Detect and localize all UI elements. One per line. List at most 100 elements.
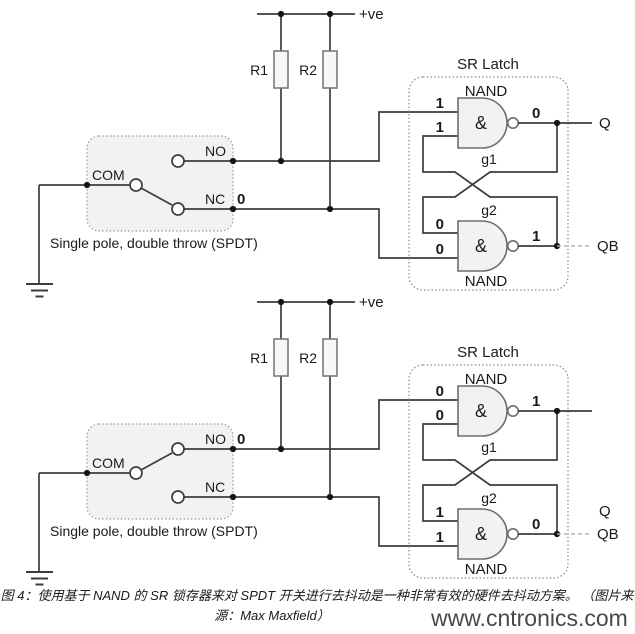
junction-dot: [277, 445, 285, 453]
supply-label: +ve: [359, 6, 384, 23]
junction-dot: [553, 119, 561, 127]
g2-input2-value: 1: [436, 529, 444, 546]
g1-inverter-bubble: [506, 117, 519, 130]
circuit-top: +ve R1 R2 COM NO NC 0 Single pole, doubl…: [26, 6, 619, 298]
junction-dot: [229, 493, 237, 501]
q-label: Q: [599, 115, 611, 132]
resistor-r2-label: R2: [299, 350, 317, 366]
resistor-r2: [322, 50, 338, 89]
junction-dot: [326, 493, 334, 501]
g2-inverter-bubble: [506, 527, 519, 540]
g2-name: g2: [481, 490, 497, 506]
switch-state-value: 0: [237, 431, 245, 448]
g2-inverter-bubble: [506, 240, 519, 253]
g2-input2-value: 0: [436, 241, 444, 258]
resistor-r1: [273, 50, 289, 89]
junction-dot: [229, 157, 237, 165]
cross-wire-q-to-g2: [422, 411, 558, 522]
spdt-caption: Single pole, double throw (SPDT): [50, 235, 258, 251]
no-label: NO: [205, 143, 226, 159]
junction-dot: [277, 298, 285, 306]
q-label: Q: [599, 503, 611, 520]
g1-inverter-bubble: [506, 404, 519, 417]
sr-latch-title: SR Latch: [457, 56, 519, 73]
cross-wire-q-to-g2: [422, 123, 558, 234]
qb-label: QB: [597, 238, 619, 255]
spdt-switch-box: [86, 423, 234, 520]
supply-label: +ve: [359, 294, 384, 311]
junction-dot: [83, 181, 91, 189]
g2-output-value: 1: [532, 228, 540, 245]
cross-wire-qb-to-g1: [422, 423, 558, 534]
g1-output-value: 0: [532, 105, 540, 122]
g1-name: g1: [481, 151, 497, 167]
sr-latch-box: [408, 76, 569, 291]
resistor-r1: [273, 338, 289, 377]
nand-gate-g2: [457, 508, 508, 560]
junction-dot: [326, 10, 334, 18]
nc-label: NC: [205, 479, 225, 495]
spdt-caption: Single pole, double throw (SPDT): [50, 523, 258, 539]
g1-and-symbol: &: [475, 113, 487, 133]
g2-input1-value: 0: [436, 216, 444, 233]
com-terminal: [129, 178, 143, 192]
resistor-r2-label: R2: [299, 62, 317, 78]
switch-state-value: 0: [237, 191, 245, 208]
com-label: COM: [92, 455, 125, 471]
cross-wire-qb-to-g1: [422, 135, 558, 246]
junction-dot: [229, 445, 237, 453]
g1-input2-value: 1: [436, 119, 444, 136]
nc-terminal: [171, 202, 185, 216]
nand-top-label: NAND: [465, 371, 508, 388]
switch-lever: [140, 187, 173, 206]
ground-symbol: [26, 571, 53, 586]
g1-input1-value: 0: [436, 383, 444, 400]
nc-to-g2-wire: [184, 496, 458, 547]
nand-bottom-label: NAND: [465, 273, 508, 290]
junction-dot: [326, 298, 334, 306]
g1-input1-value: 1: [436, 95, 444, 112]
no-terminal: [171, 154, 185, 168]
switch-lever: [140, 452, 173, 471]
junction-dot: [553, 407, 561, 415]
junction-dot: [83, 469, 91, 477]
watermark: www.cntronics.com: [430, 605, 628, 631]
g1-output-value: 1: [532, 393, 540, 410]
spdt-switch-box: [86, 135, 234, 232]
g1-name: g1: [481, 439, 497, 455]
nand-top-label: NAND: [465, 83, 508, 100]
qb-label: QB: [597, 526, 619, 543]
nc-terminal: [171, 490, 185, 504]
nand-bottom-label: NAND: [465, 561, 508, 578]
resistor-r2: [322, 338, 338, 377]
figure-caption: 图 4：使用基于 NAND 的 SR 锁存器来对 SPDT 开关进行去抖动是一种…: [1, 588, 635, 623]
junction-dot: [229, 205, 237, 213]
caption-line2: 源：Max Maxfield）: [214, 608, 330, 623]
resistor-r1-label: R1: [250, 350, 268, 366]
nand-gate-g1: [457, 385, 508, 437]
resistor-r1-label: R1: [250, 62, 268, 78]
g2-name: g2: [481, 202, 497, 218]
g2-output-value: 0: [532, 516, 540, 533]
junction-dot: [326, 205, 334, 213]
no-label: NO: [205, 431, 226, 447]
nand-gate-g2: [457, 220, 508, 272]
g2-and-symbol: &: [475, 524, 487, 544]
com-terminal: [129, 466, 143, 480]
nc-to-g2-wire: [184, 208, 458, 259]
junction-dot: [277, 10, 285, 18]
junction-dot: [277, 157, 285, 165]
g1-input2-value: 0: [436, 407, 444, 424]
nc-label: NC: [205, 191, 225, 207]
com-label: COM: [92, 167, 125, 183]
g2-input1-value: 1: [436, 504, 444, 521]
no-terminal: [171, 442, 185, 456]
g2-and-symbol: &: [475, 236, 487, 256]
nand-gate-g1: [457, 97, 508, 149]
sr-latch-title: SR Latch: [457, 344, 519, 361]
circuit-bottom: +ve R1 R2 COM NO NC 0 Single pole, doubl…: [26, 294, 619, 586]
ground-symbol: [26, 283, 53, 298]
caption-line1: 图 4：使用基于 NAND 的 SR 锁存器来对 SPDT 开关进行去抖动是一种…: [1, 588, 635, 603]
sr-latch-box: [408, 364, 569, 579]
